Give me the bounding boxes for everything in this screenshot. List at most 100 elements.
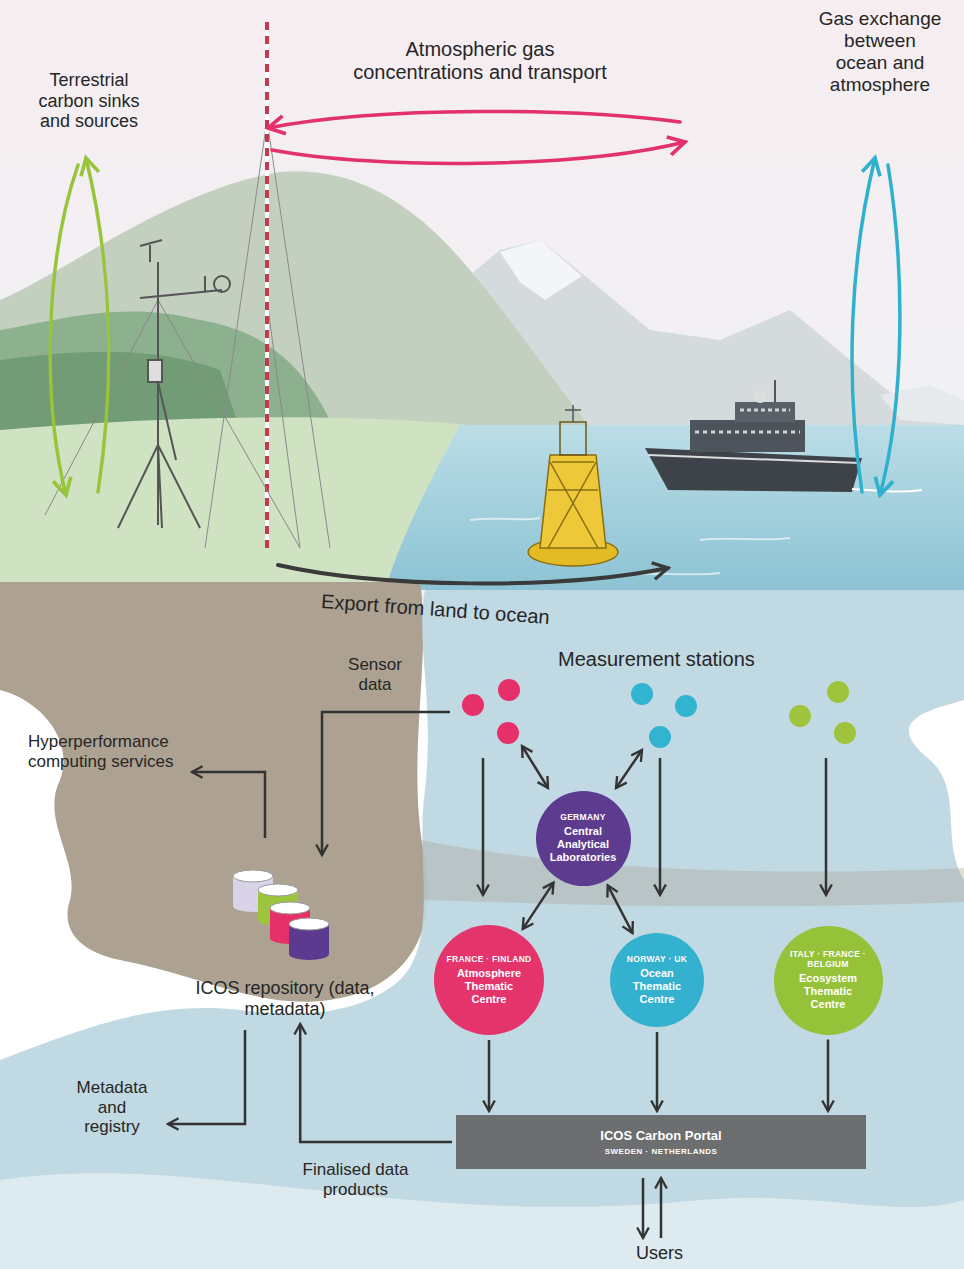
buoy-part [560,422,586,455]
station-dots [462,679,856,748]
database-cylinder [289,918,329,960]
research-ship-part [690,420,805,452]
cycle-arrows-part [880,165,900,495]
flow-arrows-part [616,750,642,788]
buoy-part [540,455,606,548]
centre-name: Central Analytical Laboratories [545,825,621,864]
scenery-part [0,590,964,1269]
station-dots-part [675,695,697,717]
eddy-covariance-tower-part [148,360,162,382]
mast-tower-part [265,22,269,548]
eddy-covariance-tower-part [158,300,300,548]
annotation-label: Export from land to ocean [320,590,550,629]
centre-name: Ecosystem Thematic Centre [790,972,866,1011]
mast-tower-part [267,300,300,548]
research-ship-part [754,391,766,403]
repository-node: ICOS repository (data, metadata) [190,866,380,1020]
circle-fill [774,926,883,1035]
scenery-part [0,1173,964,1269]
annotation-label: Users [636,1243,683,1264]
repository-name: ICOS repository (data, metadata) [190,978,380,1020]
flow-arrows-part [168,1030,245,1124]
scenery-part [500,240,582,300]
portal-countries: SWEDEN · NETHERLANDS [605,1146,718,1157]
database-icon [190,866,380,978]
connector-arrow [300,1024,452,1142]
connector-arrow [488,1040,491,1111]
scenery-part [470,518,790,575]
connector-arrow [608,885,633,933]
research-ship-part [774,380,776,402]
mast-tower-part [205,120,267,548]
eddy-covariance-tower-part [140,290,222,298]
annotation-label: Hyperperformance computing services [28,732,198,771]
cylinder-top [289,918,329,930]
flow-arrows-part [192,772,265,838]
connector-arrow [827,1040,830,1112]
lab-circle: GERMANYCentral Analytical Laboratories [535,790,632,887]
research-ship-part [695,431,800,434]
eddy-covariance-tower-part [140,240,162,262]
flow-arrows-part [825,758,828,895]
flow-arrows-part [522,746,548,788]
circle-content: ITALY · FRANCE · BELGIUMEcosystem Themat… [782,949,874,1011]
cycle-arrows-part [86,158,109,492]
annotation-label: Gas exchange between ocean and atmospher… [817,8,943,95]
research-ship [645,380,922,492]
station-dots-part [462,694,484,716]
cycle-arrows-part [852,158,875,492]
annotation-label: Metadata and registry [72,1078,152,1137]
circle-fill [536,791,631,886]
portal-box: ICOS Carbon PortalSWEDEN · NETHERLANDS [456,1115,866,1169]
mast-tower [205,22,330,548]
circle-content: GERMANYCentral Analytical Laboratories [537,812,629,864]
edge-label: Finalised data products [268,1160,443,1199]
annotation-label: Measurement stations [558,648,755,671]
portal-name: ICOS Carbon Portal [600,1128,721,1144]
buoy-part [548,462,598,548]
circle-content: FRANCE · FINLANDAtmosphere Thematic Cent… [443,954,535,1006]
scenery-part [420,840,964,906]
eddy-covariance-tower-part [214,276,230,292]
annotation-label: Sensor data [335,655,415,694]
cycle-arrows-part [268,111,680,128]
thematic-centre-circle: NORWAY · UK Ocean Thematic Centre [609,932,705,1028]
flow-arrows-part [642,1178,645,1238]
research-ship-part [648,455,860,463]
station-dots-part [497,722,519,744]
annotation-label: Atmospheric gas concentrations and trans… [345,38,615,84]
cycle-arrows-part [272,142,685,163]
eddy-covariance-tower-part [118,445,200,528]
cylinder-top [233,870,273,882]
annotation-label: Terrestrial carbon sinks and sources [28,70,150,132]
centre-name: Ocean Thematic Centre [619,967,695,1006]
country-header: NORWAY · UK [611,954,703,964]
mast-tower-part [267,120,330,548]
thematic-centre-circle: ITALY · FRANCE · BELGIUMEcosystem Themat… [773,925,884,1036]
scenery-part [385,425,964,590]
eddy-covariance-tower [45,240,300,548]
cylinder-top [270,902,310,914]
eddy-covariance-tower-part [158,382,176,460]
mast-tower-part [265,22,269,548]
eddy-covariance-tower-part [204,276,206,292]
station-dots-part [827,681,849,703]
cycle-arrows-part [50,165,78,495]
eddy-covariance-tower-part [157,262,159,525]
station-dots-part [631,683,653,705]
research-ship-part [740,409,790,412]
circle-content: NORWAY · UK Ocean Thematic Centre [611,954,703,1006]
cycle-arrows-part [278,565,668,583]
station-dots-part [498,679,520,701]
scenery-part [0,582,428,1002]
research-ship-part [645,448,862,492]
buoy [528,405,618,566]
research-ship-part [735,402,795,422]
circle-fill [610,933,704,1027]
station-dots-part [789,705,811,727]
flow-arrows-part [322,712,450,855]
flow-arrows-part [482,758,485,895]
buoy-part [565,405,581,422]
